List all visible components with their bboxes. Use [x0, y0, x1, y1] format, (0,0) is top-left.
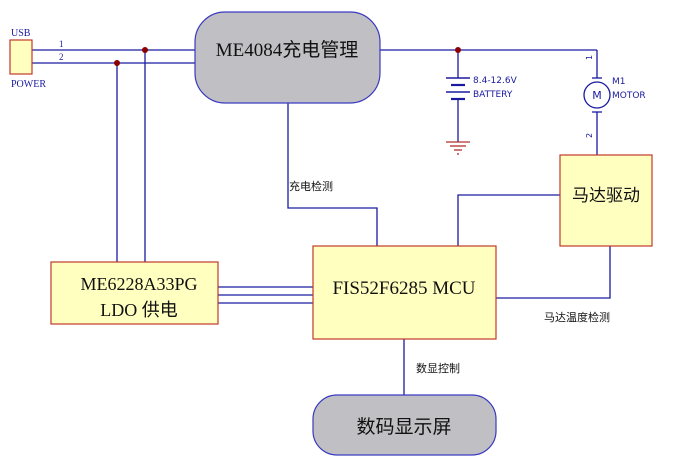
ground-icon: [446, 141, 470, 155]
motor-driver-label: 马达驱动: [572, 186, 640, 206]
motor-temp-label: 马达温度检测: [544, 310, 610, 324]
motor-driver-block: 马达驱动: [559, 154, 653, 247]
usb-connector: USB POWER 1 2: [9, 28, 64, 90]
display-control-label: 数显控制: [416, 361, 460, 375]
usb-pin1-label: 1: [59, 39, 64, 49]
motor-pin2: 2: [585, 133, 594, 138]
charger-block: ME4084充电管理: [194, 11, 381, 104]
wires: [32, 49, 611, 395]
usb-pin2-label: 2: [59, 52, 64, 62]
display-block: 数码显示屏: [312, 394, 497, 456]
motor-ref: M1: [612, 77, 626, 87]
motor-symbol: M: [583, 77, 611, 113]
mcu-block: FIS52F6285 MCU: [312, 245, 497, 340]
mcu-label: FIS52F6285 MCU: [332, 278, 475, 299]
junction-dot: [455, 47, 461, 53]
display-label: 数码显示屏: [356, 416, 451, 438]
wire-charge-detect: [287, 103, 378, 246]
wire-mcu-to-driver: [457, 194, 560, 246]
charge-detect-label: 充电检测: [289, 179, 333, 193]
usb-bottom-label: POWER: [11, 79, 46, 90]
ldo-block: ME6228A33PG LDO 供电: [50, 261, 219, 325]
ldo-line2: LDO 供电: [100, 300, 178, 320]
motor-symbol-letter: M: [592, 89, 602, 102]
battery-voltage: 8.4-12.6V: [473, 76, 518, 86]
junction-dot: [142, 47, 148, 53]
battery-symbol: [446, 77, 470, 101]
junction-dot: [114, 60, 120, 66]
motor-pin1: 1: [585, 55, 594, 60]
battery-label: BATTERY: [473, 90, 513, 100]
ldo-line1: ME6228A33PG: [80, 274, 197, 294]
junctions: [114, 47, 461, 66]
usb-top-label: USB: [11, 28, 31, 39]
charger-label: ME4084充电管理: [216, 39, 359, 61]
wire-motor-temp: [496, 246, 611, 299]
motor-label: MOTOR: [612, 91, 646, 101]
